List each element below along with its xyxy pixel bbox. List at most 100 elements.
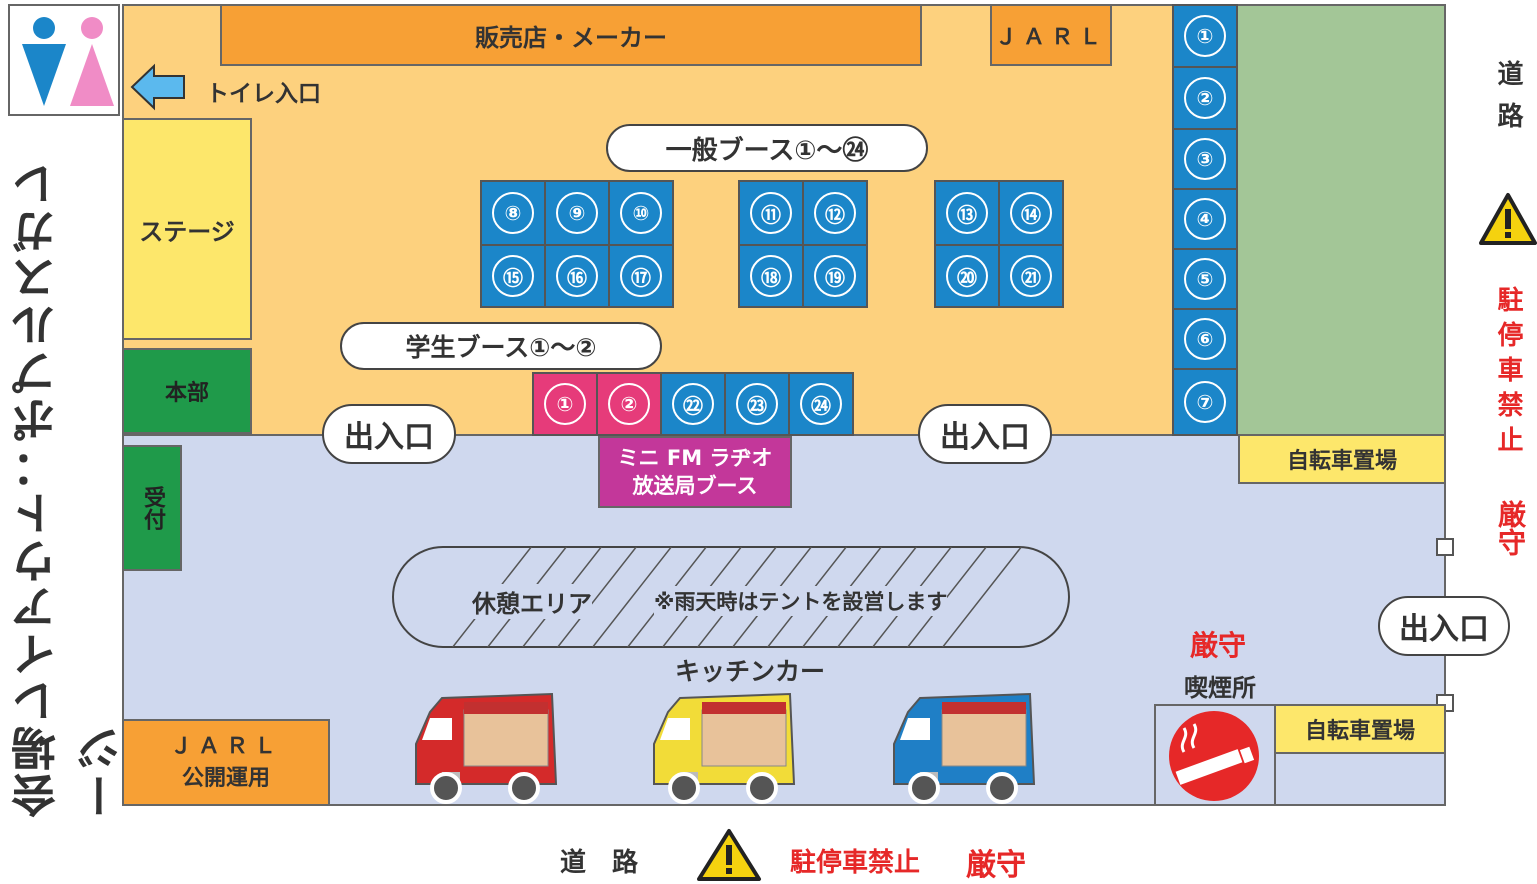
booth-number: ⑭ — [1010, 192, 1052, 234]
food-truck-icon — [415, 692, 558, 804]
booth-number: ⑤ — [1184, 258, 1226, 300]
booth-column: ① ② ③ ④ ⑤ ⑥ ⑦ — [1172, 4, 1238, 436]
booth-number: ㉓ — [736, 383, 778, 425]
reception-area: 受付 — [122, 445, 182, 571]
booth-grid-c: ⑬ ⑭ ⑳ ㉑ — [934, 180, 1064, 308]
smoking-icon — [1169, 711, 1259, 801]
general-booth-label: 一般ブース①〜㉔ — [606, 124, 928, 172]
stage-area: ステージ — [122, 118, 252, 340]
warning-icon — [1479, 193, 1537, 245]
booth-12: ⑫ — [802, 180, 868, 246]
booth-4: ④ — [1172, 188, 1238, 250]
food-truck-icon — [653, 692, 796, 804]
mini-fm-line2: 放送局ブース — [632, 474, 758, 498]
booth-21: ㉑ — [998, 244, 1064, 308]
toilet-entrance-label: トイレ入口 — [206, 81, 321, 107]
right-strict: 厳守 — [1494, 500, 1527, 556]
food-truck-icon — [893, 692, 1036, 804]
bottom-strict: 厳守 — [966, 848, 1026, 883]
booth-number: ⑲ — [814, 255, 856, 297]
warning-icon — [697, 829, 761, 881]
booth-8: ⑧ — [480, 180, 546, 246]
bottom-no-parking: 駐停車禁止 — [790, 848, 921, 878]
entrance-right: 出入口 — [1378, 596, 1510, 656]
gate-marker — [1436, 538, 1454, 556]
booth-number: ⑩ — [620, 192, 662, 234]
bicycle-parking-bottom: 自転車置場 — [1274, 704, 1446, 754]
mini-fm-booth: ミニ FM ラヂオ 放送局ブース — [598, 436, 792, 508]
bicycle-parking-top: 自転車置場 — [1238, 434, 1446, 484]
booth-9: ⑨ — [544, 180, 610, 246]
mini-fm-line1: ミニ FM ラヂオ — [617, 446, 773, 470]
kitchen-car-label: キッチンカー — [674, 657, 825, 686]
hq-area: 本部 — [122, 348, 252, 434]
booth-number: ⑨ — [556, 192, 598, 234]
booth-number: ⑱ — [750, 255, 792, 297]
booth-6: ⑥ — [1172, 308, 1238, 370]
jarl-top-area: ＪＡＲＬ — [990, 4, 1112, 66]
booth-number: ③ — [1184, 138, 1226, 180]
toilet-entrance: トイレ入口 — [128, 62, 368, 112]
right-road-label: 道路 — [1493, 60, 1523, 144]
student-booth-1: ① — [532, 372, 598, 436]
entrance-center: 出入口 — [918, 404, 1052, 464]
kitchen-car-blue — [890, 688, 1040, 806]
booth-number: ① — [544, 383, 586, 425]
booth-row-bottom: ① ② ㉒ ㉓ ㉔ — [532, 372, 854, 436]
smoking-strict-label: 厳守 — [1189, 629, 1246, 662]
booth-20: ⑳ — [934, 244, 1000, 308]
booth-number: ④ — [1184, 198, 1226, 240]
booth-grid-b: ⑪ ⑫ ⑱ ⑲ — [738, 180, 868, 308]
toilet-sign — [8, 4, 120, 116]
booth-22: ㉒ — [660, 372, 726, 436]
booth-number: ⑫ — [814, 192, 856, 234]
page-title: 会場レイアウト：ポプルスガレージ — [11, 160, 129, 818]
booth-number: ㉒ — [672, 383, 714, 425]
booth-17: ⑰ — [608, 244, 674, 308]
jarl-bottom-line1: ＪＡＲＬ — [169, 733, 282, 759]
kitchen-car-yellow — [650, 688, 800, 806]
booth-number: ㉑ — [1010, 255, 1052, 297]
rest-area: 休憩エリア ※雨天時はテントを設営します — [392, 546, 1070, 648]
booth-18: ⑱ — [738, 244, 804, 308]
booth-10: ⑩ — [608, 180, 674, 246]
jarl-operation-area: ＪＡＲＬ 公開運用 — [122, 719, 330, 806]
rest-area-label: 休憩エリア — [472, 584, 592, 619]
arrow-left-icon — [130, 63, 185, 111]
booth-14: ⑭ — [998, 180, 1064, 246]
booth-11: ⑪ — [738, 180, 804, 246]
booth-1: ① — [1172, 4, 1238, 68]
rain-note: ※雨天時はテントを設営します — [654, 586, 948, 616]
jarl-bottom-line2: 公開運用 — [181, 765, 270, 791]
booth-number: ⑪ — [750, 192, 792, 234]
kitchen-car-red — [412, 688, 562, 806]
booth-number: ⑦ — [1184, 381, 1226, 423]
booth-number: ⑬ — [946, 192, 988, 234]
booth-2: ② — [1172, 66, 1238, 130]
booth-15: ⑮ — [480, 244, 546, 308]
booth-24: ㉔ — [788, 372, 854, 436]
smoking-area — [1154, 704, 1276, 806]
booth-grid-a: ⑧ ⑨ ⑩ ⑮ ⑯ ⑰ — [480, 180, 674, 308]
student-booth-2: ② — [596, 372, 662, 436]
booth-13: ⑬ — [934, 180, 1000, 246]
restroom-icon — [22, 17, 114, 106]
student-booth-label: 学生ブース①〜② — [340, 322, 662, 370]
booth-7: ⑦ — [1172, 368, 1238, 436]
booth-23: ㉓ — [724, 372, 790, 436]
booth-number: ⑯ — [556, 255, 598, 297]
booth-number: ⑧ — [492, 192, 534, 234]
booth-number: ⑥ — [1184, 318, 1226, 360]
booth-16: ⑯ — [544, 244, 610, 308]
booth-5: ⑤ — [1172, 248, 1238, 310]
vendors-area: 販売店・メーカー — [220, 4, 922, 66]
booth-3: ③ — [1172, 128, 1238, 190]
booth-number: ② — [1184, 77, 1226, 119]
booth-number: ⑮ — [492, 255, 534, 297]
bottom-road-label: 道 路 — [560, 848, 639, 878]
booth-number: ② — [608, 383, 650, 425]
booth-number: ⑰ — [620, 255, 662, 297]
booth-number: ㉔ — [800, 383, 842, 425]
entrance-left: 出入口 — [322, 404, 456, 464]
smoking-area-label: 喫煙所 — [1184, 673, 1256, 702]
